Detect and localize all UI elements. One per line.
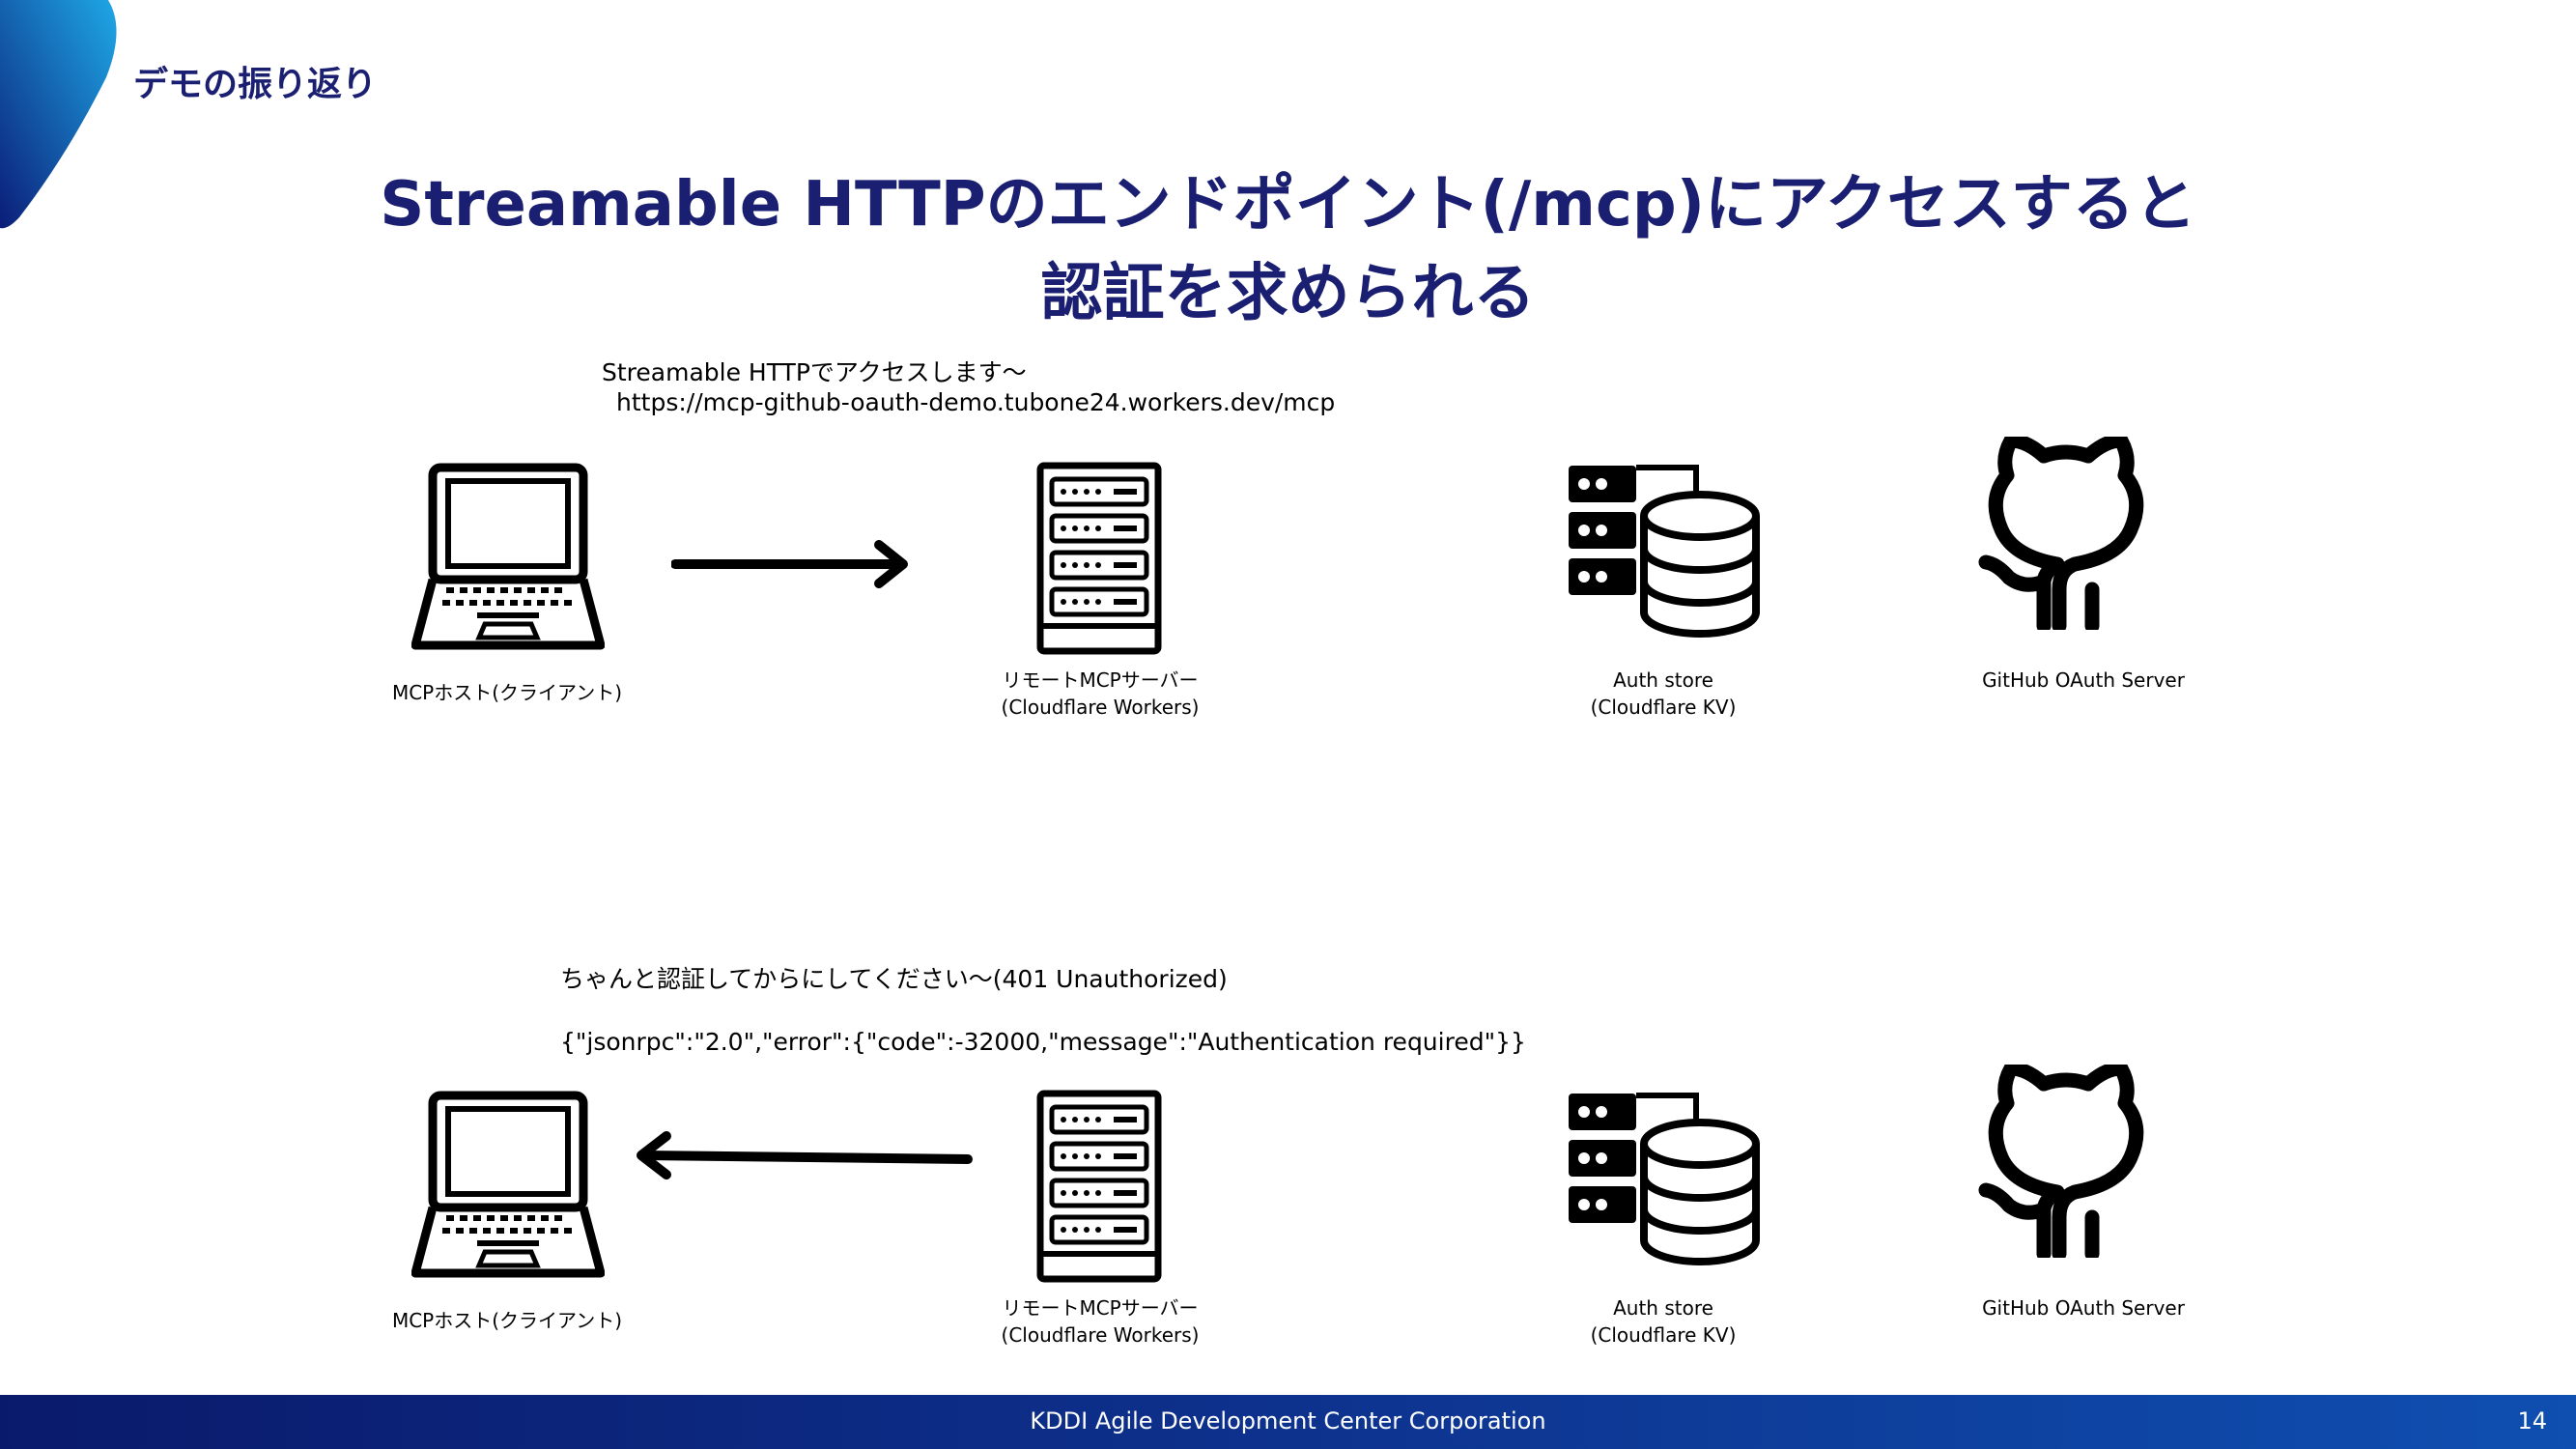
server-rack-icon	[1036, 1090, 1162, 1283]
laptop-icon	[411, 463, 605, 650]
response-json: {"jsonrpc":"2.0","error":{"code":-32000,…	[560, 1028, 1526, 1056]
database-server-icon	[1569, 465, 1760, 638]
slide-title-line1: Streamable HTTPのエンドポイント(/mcp)にアクセスすると	[380, 169, 2196, 241]
laptop-icon	[411, 1091, 605, 1278]
store-label: Auth store	[1613, 668, 1713, 692]
server-rack-icon	[1036, 462, 1162, 655]
github-label: GitHub OAuth Server	[1982, 668, 2185, 692]
arrow-left-icon	[637, 1131, 973, 1179]
store-label: Auth store	[1613, 1296, 1713, 1320]
store-sublabel: (Cloudflare KV)	[1590, 696, 1737, 719]
footer-bar: KDDI Agile Development Center Corporatio…	[0, 1395, 2576, 1449]
server-sublabel: (Cloudflare Workers)	[1001, 1323, 1200, 1347]
github-icon	[1978, 1065, 2144, 1258]
arrow-right-icon	[671, 540, 908, 588]
github-label: GitHub OAuth Server	[1982, 1296, 2185, 1320]
host-label: MCPホスト(クライアント)	[391, 681, 623, 704]
server-label: リモートMCPサーバー	[1002, 1296, 1199, 1320]
footer-company: KDDI Agile Development Center Corporatio…	[1030, 1407, 1546, 1435]
section-title: デモの振り返り	[133, 65, 378, 104]
server-label: リモートMCPサーバー	[1002, 668, 1199, 692]
request-url: https://mcp-github-oauth-demo.tubone24.w…	[616, 388, 1336, 416]
request-message: Streamable HTTPでアクセスします〜	[602, 358, 1027, 386]
server-sublabel: (Cloudflare Workers)	[1001, 696, 1200, 719]
database-server-icon	[1569, 1093, 1760, 1265]
host-label: MCPホスト(クライアント)	[391, 1309, 623, 1332]
github-icon	[1978, 437, 2144, 630]
page-number: 14	[2517, 1407, 2547, 1435]
corner-decoration	[0, 0, 117, 229]
slide-title-line2: 認証を求められる	[1040, 258, 1536, 329]
response-message: ちゃんと認証してからにしてください〜(401 Unauthorized)	[560, 965, 1228, 993]
store-sublabel: (Cloudflare KV)	[1590, 1323, 1737, 1347]
